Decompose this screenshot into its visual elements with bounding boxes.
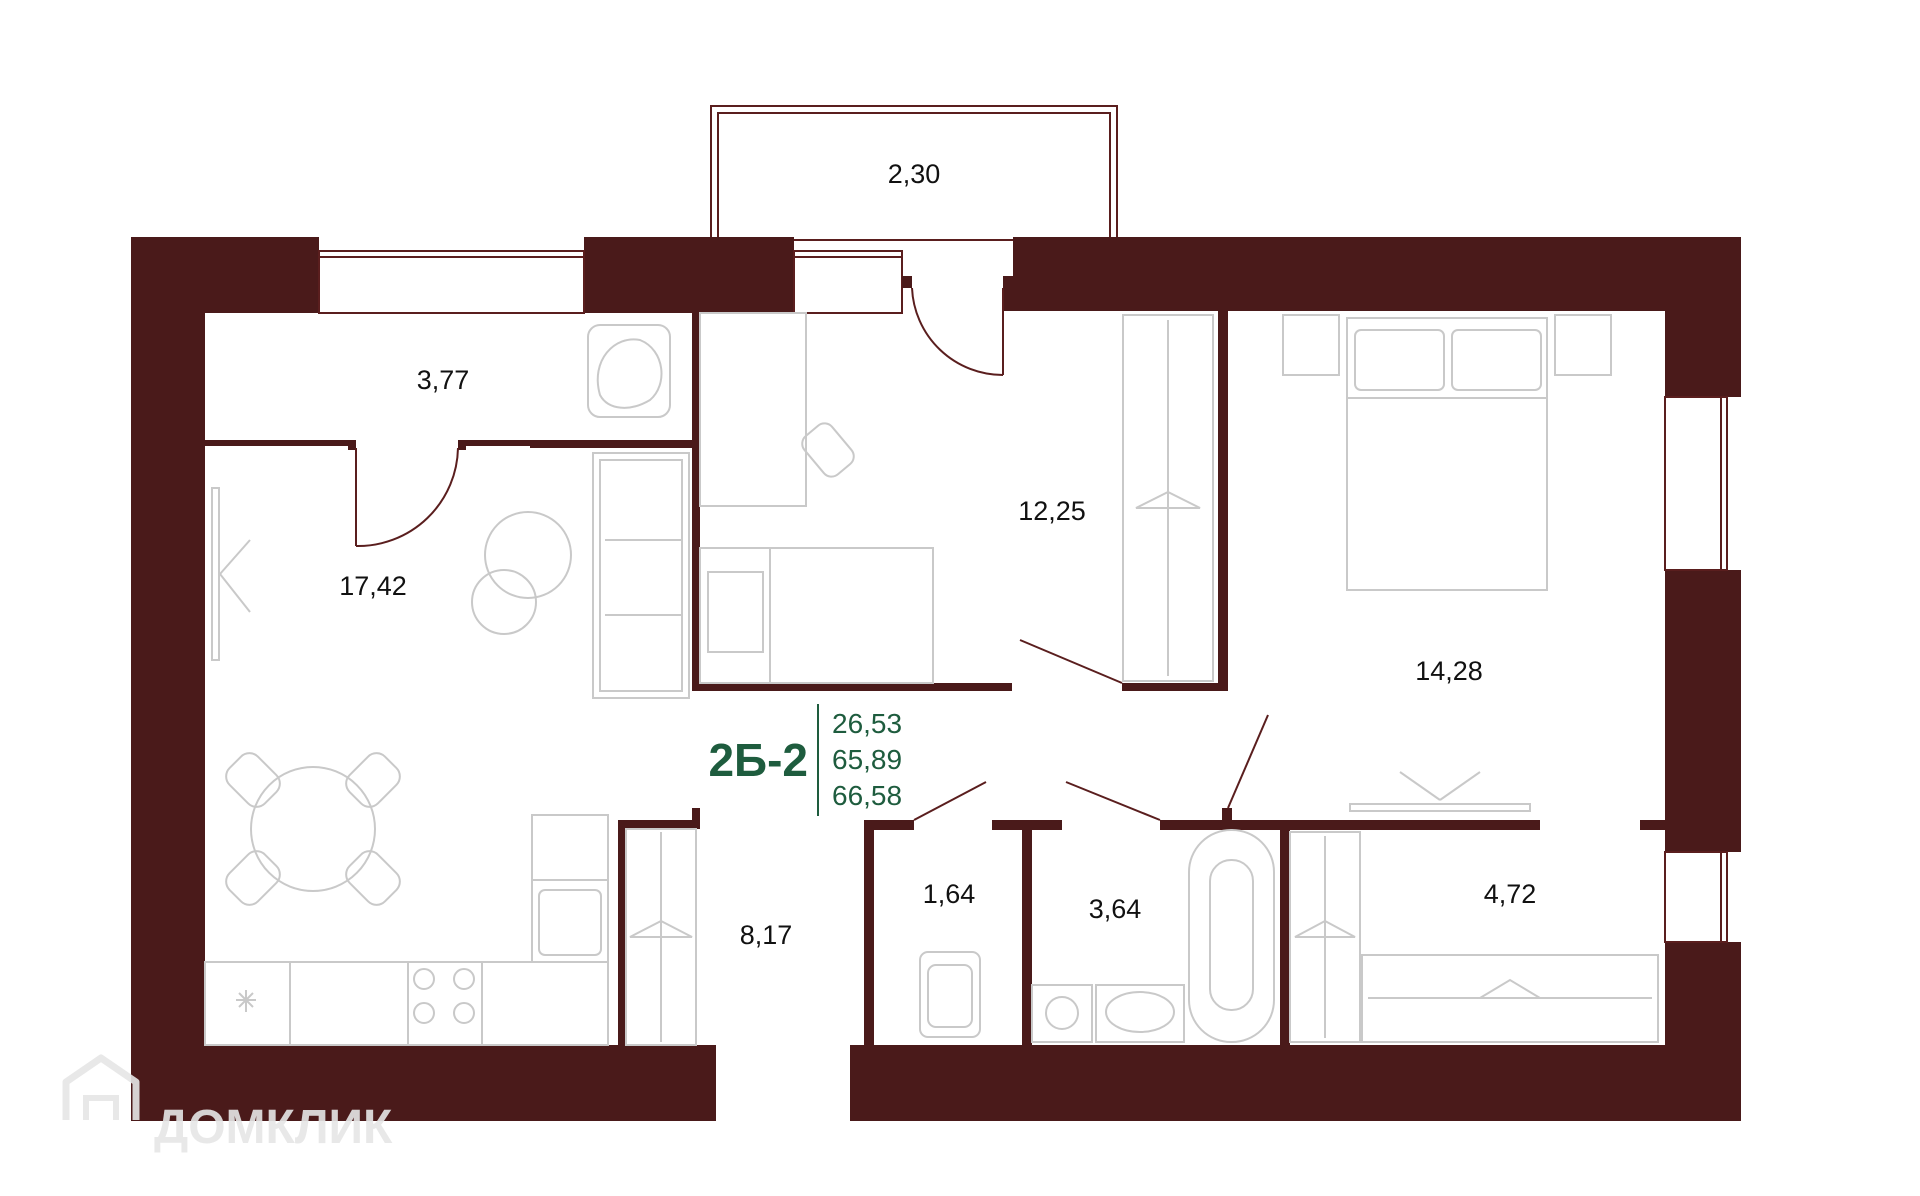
wall-top-right [1013, 237, 1741, 311]
hallway-wardrobe [625, 828, 697, 1046]
dressing-rail [1361, 954, 1659, 1043]
double-bed [1346, 317, 1548, 591]
unit-area-living: 26,53 [832, 708, 902, 739]
window-wardrobe [1664, 851, 1728, 943]
unit-info: 2Б-2 26,53 65,89 66,58 [708, 704, 902, 816]
coffee-table-large [484, 511, 572, 599]
kitchen-counter [204, 961, 609, 1046]
nightstand-left [1282, 314, 1340, 376]
watermark-text: ДОМКЛИК [154, 1101, 393, 1154]
room-label-hallway: 8,17 [740, 920, 793, 950]
desk [699, 312, 807, 507]
washing-machine [1031, 984, 1093, 1043]
wall-right-top [1665, 237, 1741, 397]
partitions [205, 276, 1665, 1045]
sofa [592, 452, 690, 699]
watermark: ДОМКЛИК [62, 1054, 393, 1154]
tv-master [1349, 803, 1531, 812]
room-label-living-kitchen: 17,42 [339, 571, 407, 601]
bathtub [1188, 829, 1275, 1043]
house-logo-icon [62, 1054, 140, 1120]
doors [355, 287, 1269, 821]
room-label-pantry: 3,77 [417, 365, 470, 395]
room-label-toilet: 1,64 [923, 879, 976, 909]
unit-code: 2Б-2 [708, 734, 808, 786]
tv [211, 487, 220, 661]
wall-left [131, 237, 205, 1121]
unit-area-total: 65,89 [832, 744, 902, 775]
toilet-bowl [919, 951, 981, 1038]
wall-right-mid [1665, 570, 1741, 852]
balcony [710, 105, 1118, 241]
nightstand-right [1554, 314, 1612, 376]
window-bedroom-master [1664, 396, 1728, 571]
walls [131, 237, 1741, 1121]
unit-area-gross: 66,58 [832, 780, 902, 811]
dining-table [250, 766, 376, 892]
room-labels: 2,30 3,77 17,42 12,25 14,28 8,17 1,64 3,… [339, 159, 1536, 950]
wall-bottom-right [850, 1045, 1741, 1121]
furniture [204, 312, 1659, 1046]
bedroom-wardrobe [1122, 314, 1214, 682]
room-label-wardrobe: 4,72 [1484, 879, 1537, 909]
sink [1095, 984, 1185, 1043]
dressing-cabinet [1289, 831, 1361, 1043]
room-label-bedroom-small: 12,25 [1018, 496, 1086, 526]
desk-chair [801, 422, 855, 478]
pantry-stool [587, 324, 671, 418]
windows [318, 250, 1728, 943]
wall-bottom-left [131, 1045, 716, 1121]
single-bed [699, 547, 934, 684]
window-pantry [318, 250, 585, 314]
fridge [531, 814, 609, 963]
room-label-bathroom: 3,64 [1089, 894, 1142, 924]
coffee-table-small [471, 569, 537, 635]
window-bedroom-small [793, 250, 903, 314]
room-label-bedroom-master: 14,28 [1415, 656, 1483, 686]
wall-right-bottom [1665, 942, 1741, 1121]
wall-top-mid [584, 237, 794, 313]
room-label-balcony: 2,30 [888, 159, 941, 189]
